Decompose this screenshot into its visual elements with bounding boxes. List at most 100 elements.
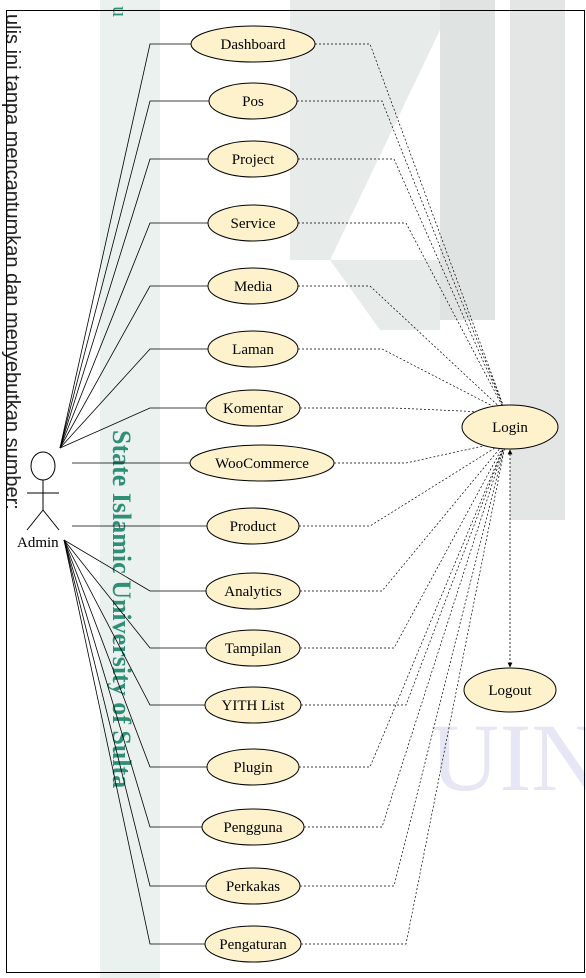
watermark-diagonal-shape	[290, 0, 440, 260]
use-case-pengguna: Pengguna	[201, 808, 305, 846]
association-line-service	[59, 222, 208, 449]
use-case-perkakas: Perkakas	[205, 867, 301, 905]
actor-admin	[26, 451, 60, 531]
watermark-left-band	[100, 0, 160, 978]
use-case-logout-label: Logout	[488, 683, 532, 699]
login-dependency-woocommerce	[334, 439, 507, 464]
use-case-product-ellipse	[206, 507, 300, 545]
use-case-login-ellipse	[461, 404, 559, 450]
use-case-analytics-ellipse	[205, 572, 301, 610]
use-case-woocommerce-label: WooCommerce	[215, 456, 309, 472]
login-dependency-service	[298, 222, 507, 414]
use-case-service: Service	[207, 204, 299, 242]
association-line-pengguna	[63, 539, 202, 828]
use-case-login: Login	[461, 404, 559, 450]
watermark-diagonal-shape-2	[330, 260, 440, 330]
actor-left-leg	[26, 509, 44, 531]
watermark-side-text: ulis ini tanpa mencantumkan dan menyebut…	[1, 14, 23, 510]
login-dependency-pengguna	[304, 440, 507, 828]
actor-label: Admin	[17, 535, 59, 551]
association-line-plugin	[63, 539, 207, 768]
use-case-analytics-label: Analytics	[224, 584, 282, 600]
use-case-perkakas-label: Perkakas	[226, 879, 280, 895]
use-case-list: DashboardPosProjectServiceMediaLamanKome…	[189, 25, 335, 963]
use-case-tampilan: Tampilan	[205, 629, 301, 667]
use-case-pengguna-ellipse	[201, 808, 305, 846]
association-line-dashboard	[59, 43, 191, 449]
watermark-bar-1	[440, 0, 495, 320]
use-case-tampilan-ellipse	[205, 629, 301, 667]
use-case-logout: Logout	[463, 667, 557, 713]
use-case-project: Project	[207, 140, 299, 178]
use-case-media-ellipse	[207, 267, 299, 305]
use-case-komentar-label: Komentar	[223, 401, 283, 417]
login-dependency-perkakas	[300, 440, 508, 887]
use-case-product-label: Product	[230, 519, 277, 535]
use-case-yith-list-label: YITH List	[222, 698, 286, 714]
use-case-pengaturan-ellipse	[204, 925, 302, 963]
use-case-komentar: Komentar	[205, 389, 301, 427]
login-dependency-dashboard	[315, 43, 507, 414]
use-case-dashboard-ellipse	[190, 25, 316, 63]
watermark-uin: UIN	[430, 704, 586, 811]
login-dependency-tampilan	[300, 440, 507, 649]
use-case-plugin-ellipse	[206, 748, 300, 786]
login-dependency-laman	[298, 348, 507, 414]
use-case-service-label: Service	[231, 216, 276, 232]
use-case-komentar-ellipse	[205, 389, 301, 427]
use-case-project-ellipse	[207, 140, 299, 178]
use-case-woocommerce-ellipse	[189, 444, 335, 482]
association-line-pos	[59, 100, 209, 449]
use-case-laman-ellipse	[207, 330, 299, 368]
login-dependency-project	[298, 158, 507, 414]
association-line-tampilan	[63, 539, 206, 649]
association-line-komentar	[59, 407, 206, 449]
login-dependency-lines	[297, 43, 508, 945]
use-case-media-label: Media	[234, 279, 273, 295]
use-case-woocommerce: WooCommerce	[189, 444, 335, 482]
association-line-project	[59, 158, 208, 449]
use-case-yith-list-ellipse	[204, 686, 302, 724]
use-case-analytics: Analytics	[205, 572, 301, 610]
association-lines	[59, 43, 209, 945]
use-case-pos: Pos	[208, 82, 298, 120]
association-line-yith-list	[63, 539, 205, 706]
use-case-pengaturan-label: Pengaturan	[219, 937, 287, 953]
watermark-top-glyph: u	[108, 6, 133, 17]
use-case-laman-label: Laman	[232, 342, 274, 358]
login-dependency-product	[299, 440, 507, 527]
association-line-pengaturan	[63, 539, 205, 945]
use-case-project-label: Project	[232, 152, 275, 168]
use-case-pos-label: Pos	[242, 94, 264, 110]
association-line-media	[59, 285, 208, 449]
use-case-pengaturan: Pengaturan	[204, 925, 302, 963]
login-dependency-yith-list	[301, 440, 507, 706]
login-dependency-pengaturan	[301, 440, 508, 945]
login-dependency-pos	[297, 100, 507, 414]
association-line-perkakas	[63, 539, 206, 887]
actor-head	[30, 451, 56, 481]
diagram-frame	[6, 10, 585, 973]
use-case-plugin: Plugin	[206, 748, 300, 786]
association-line-analytics	[63, 539, 206, 592]
use-case-pengguna-label: Pengguna	[223, 820, 283, 836]
use-case-laman: Laman	[207, 330, 299, 368]
use-case-logout-ellipse	[463, 667, 557, 713]
use-case-dashboard-label: Dashboard	[221, 37, 286, 53]
use-case-media: Media	[207, 267, 299, 305]
login-dependency-komentar	[300, 407, 507, 415]
watermark-vertical-text: State Islamic University of Sulta	[107, 430, 136, 788]
use-case-pos-ellipse	[208, 82, 298, 120]
use-case-login-label: Login	[492, 420, 528, 436]
use-case-product: Product	[206, 507, 300, 545]
login-dependency-analytics	[300, 440, 507, 592]
use-case-service-ellipse	[207, 204, 299, 242]
use-case-yith-list: YITH List	[204, 686, 302, 724]
use-case-dashboard: Dashboard	[190, 25, 316, 63]
use-case-perkakas-ellipse	[205, 867, 301, 905]
association-line-laman	[59, 348, 208, 449]
actor-right-leg	[42, 509, 60, 531]
use-case-plugin-label: Plugin	[233, 760, 273, 776]
use-case-tampilan-label: Tampilan	[225, 641, 282, 657]
